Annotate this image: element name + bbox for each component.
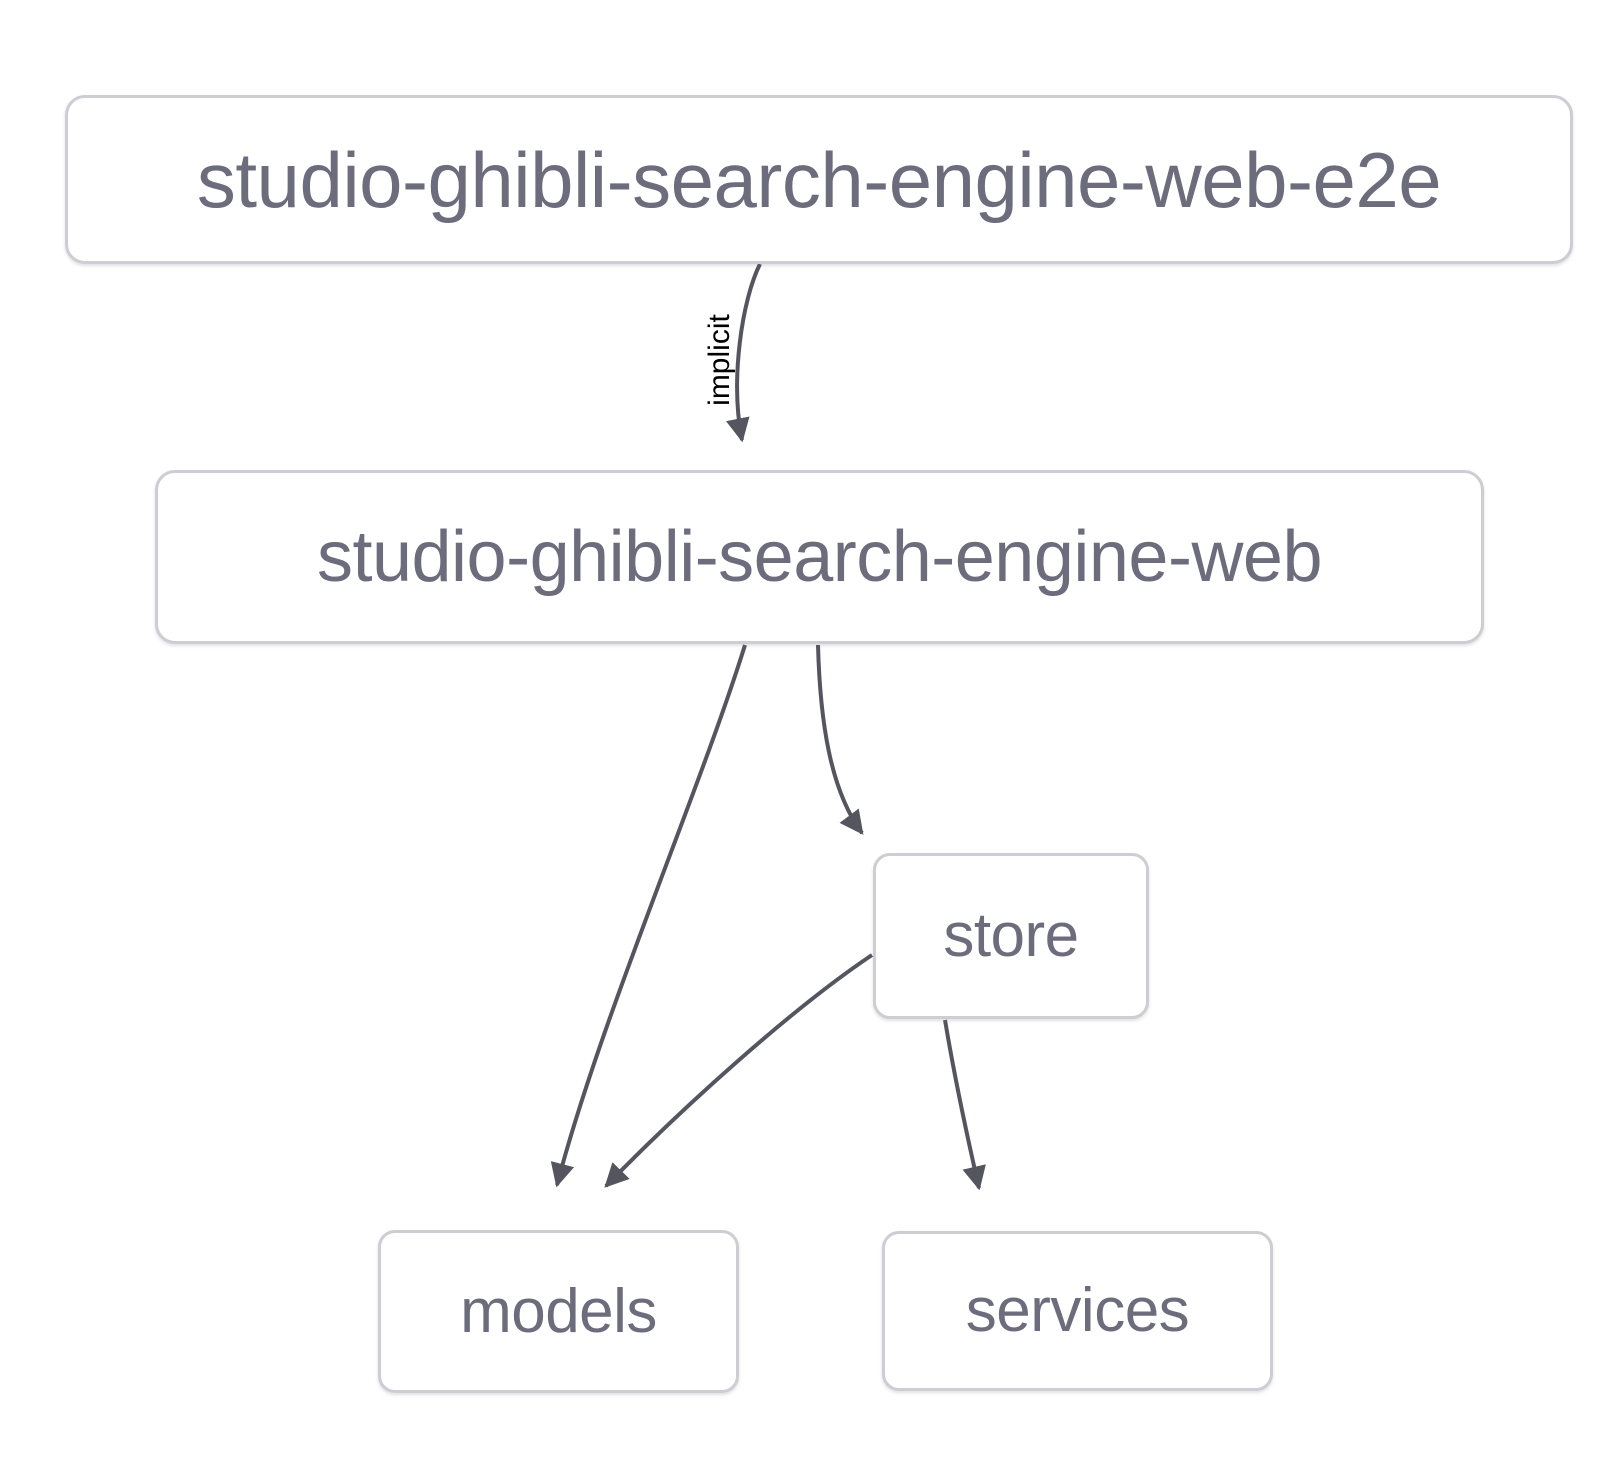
node-label: services	[965, 1276, 1190, 1345]
node-studio-ghibli-search-engine-web-e2e[interactable]: studio-ghibli-search-engine-web-e2e	[65, 95, 1573, 264]
node-models[interactable]: models	[378, 1230, 739, 1393]
node-label: studio-ghibli-search-engine-web	[316, 517, 1323, 597]
node-store[interactable]: store	[873, 853, 1149, 1019]
edge-label-implicit: implicit	[703, 314, 736, 406]
edge-web-to-models	[550, 644, 747, 1188]
edge-store-to-services	[943, 1019, 986, 1191]
node-services[interactable]: services	[882, 1231, 1273, 1391]
node-label: models	[460, 1276, 657, 1346]
edge-store-to-models	[604, 953, 874, 1188]
edge-web-to-store	[816, 644, 864, 835]
node-label: store	[943, 901, 1079, 970]
node-studio-ghibli-search-engine-web[interactable]: studio-ghibli-search-engine-web	[155, 470, 1484, 644]
node-label: studio-ghibli-search-engine-web-e2e	[196, 135, 1442, 224]
edge-e2e-to-web	[726, 263, 762, 443]
